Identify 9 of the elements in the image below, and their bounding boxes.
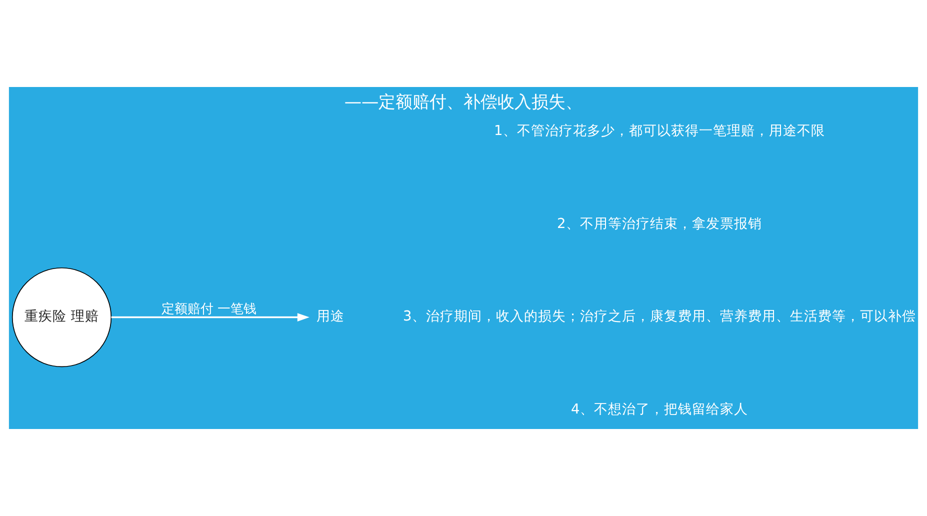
node-circle: 重疾险 理赔 <box>12 267 112 368</box>
label: 4、不想治了，把钱留给家人 <box>571 401 748 418</box>
node-text: 用途 <box>316 308 344 325</box>
arrow <box>111 313 310 322</box>
label: 2、不用等治疗结束，拿发票报销 <box>557 216 762 232</box>
edge-label: 定额赔付 一笔钱 <box>162 302 257 317</box>
diagram-title: ——定额赔付、补偿收入损失、 <box>344 92 583 113</box>
label: 3、治疗期间，收入的损失；治疗之后，康复费用、营养费用、生活费等，可以补偿 <box>403 308 916 325</box>
label: 1、不管治疗花多少，都可以获得一笔理赔，用途不限 <box>494 122 825 139</box>
